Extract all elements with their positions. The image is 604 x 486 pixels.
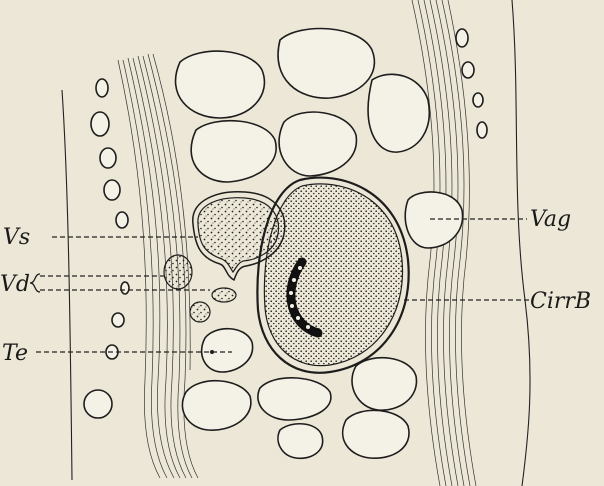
- label-vag: Vag: [530, 207, 571, 232]
- label-vd: Vd: [0, 272, 30, 297]
- label-vs: Vs: [3, 225, 30, 250]
- label-cirrb: CirrB: [530, 289, 591, 314]
- label-te: Te: [2, 341, 28, 366]
